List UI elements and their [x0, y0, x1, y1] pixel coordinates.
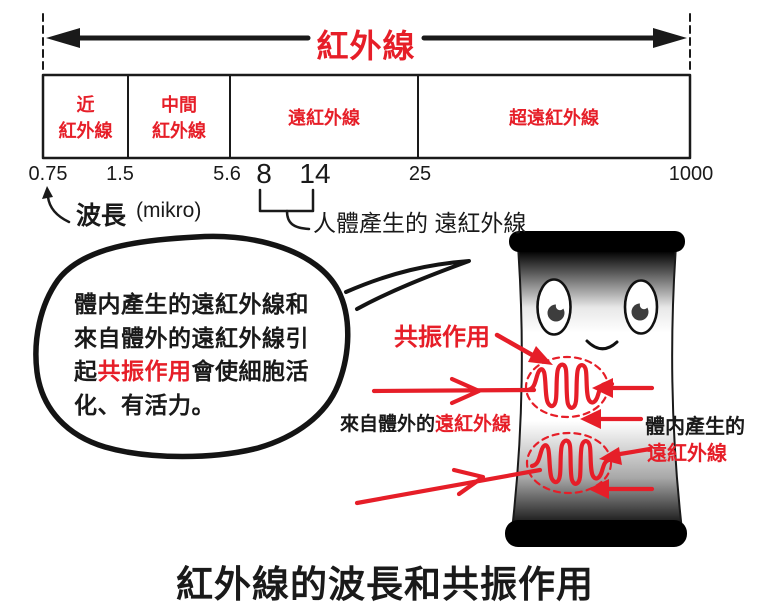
segment-label: 紅外線	[152, 120, 206, 141]
character-eyes	[536, 278, 659, 336]
range-arrow	[46, 28, 687, 48]
external-fir-arrow-lower	[354, 467, 543, 506]
spectrum-bar-frame	[41, 73, 692, 160]
tick-5.6: 5.6	[213, 163, 241, 185]
wavelength-label: 波長	[76, 202, 127, 230]
bubble-line-1: 體内產生的遠紅外線和	[74, 291, 309, 317]
caption-title: 紅外線的波長和共振作用	[176, 564, 594, 605]
resonance-label: 共振作用	[394, 324, 490, 351]
internal-fir-arrow-3	[599, 446, 653, 465]
human-range-bracket	[258, 188, 315, 231]
external-fir-label: 來自體外的遠紅外線	[340, 409, 511, 436]
bubble-line-3-pre: 起	[74, 358, 98, 384]
character-smile	[585, 339, 619, 351]
segment-label: 紅外線	[58, 120, 113, 141]
external-fir-arrow-upper	[371, 376, 537, 406]
speech-bubble	[33, 233, 471, 460]
tick-25: 25	[408, 163, 432, 185]
external-fir-label-red: 遠紅外線	[435, 414, 512, 435]
tick-14: 14	[299, 158, 331, 189]
wavelength-pointer-arrow	[42, 186, 71, 224]
speech-bubble-tail	[344, 259, 471, 311]
resonance-zone-lower	[525, 431, 613, 495]
segment-far-infrared: 遠紅外線	[230, 77, 418, 158]
segment-mid-infrared: 中間 紅外線	[128, 77, 230, 158]
bubble-line-4: 化、有活力。	[74, 391, 215, 418]
internal-fir-arrow-2	[580, 409, 644, 429]
speech-bubble-text: 體内產生的遠紅外線和 來自體外的遠紅外線引 起共振作用會使細胞活 化、有活力。	[74, 288, 309, 422]
wavelength-unit-label: (mikro)	[136, 199, 202, 222]
segment-label: 近	[76, 94, 95, 115]
range-arrow-label: 紅外線	[316, 28, 416, 64]
internal-fir-label-black: 體内產生的	[645, 416, 745, 438]
resonance-wave-upper	[525, 362, 615, 410]
external-fir-label-black: 來自體外的	[340, 414, 436, 435]
segment-ultra-far-infrared: 超遠紅外線	[418, 77, 690, 158]
bubble-line-3-resonance: 共振作用	[97, 358, 192, 384]
internal-fir-label-red: 遠紅外線	[647, 443, 727, 465]
internal-fir-arrow-1	[592, 378, 655, 398]
character-bottom-cap	[505, 520, 687, 547]
bubble-line-2: 來自體外的遠紅外線引	[74, 324, 309, 351]
tick-1000: 1000	[668, 163, 714, 185]
character-top-cap	[509, 231, 685, 252]
resonance-graphics	[354, 332, 655, 506]
tick-0.75: 0.75	[28, 163, 68, 185]
segment-near-infrared: 近 紅外線	[43, 77, 128, 158]
resonance-pointer-arrow	[494, 332, 553, 365]
tick-8: 8	[256, 158, 272, 189]
segment-label: 遠紅外線	[288, 107, 360, 128]
tick-1.5: 1.5	[106, 163, 134, 185]
segment-label: 中間	[161, 94, 197, 115]
bubble-line-3-post: 會使細胞活	[191, 358, 309, 384]
human-fir-range-label: 人體產生的 遠紅外線	[313, 210, 527, 236]
segment-label: 超遠紅外線	[509, 107, 599, 128]
internal-fir-arrow-4	[588, 479, 655, 499]
bubble-line-3: 起共振作用會使細胞活	[74, 355, 309, 389]
